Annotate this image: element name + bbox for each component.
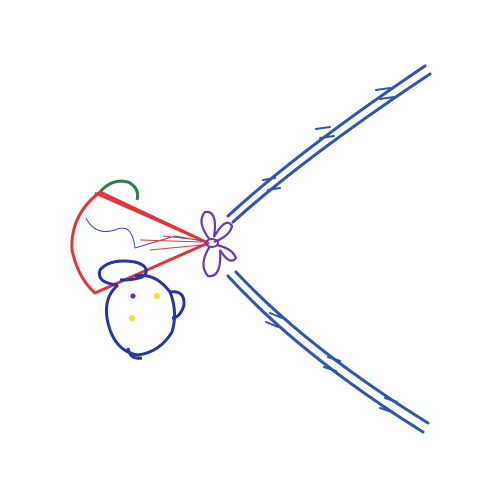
kite-tip [98,179,140,201]
character-eye-right [154,293,160,299]
kite-icon [70,179,210,295]
bamboo-node [323,366,337,372]
bow-lower-loop [202,243,238,278]
character-left-ear [97,259,148,287]
bamboo-node [379,96,395,100]
bamboo-node [269,312,283,319]
bow-ribbon-icon [200,210,238,278]
bamboo-stalk-upper [226,64,432,224]
kite-frame-rib [94,191,209,245]
character-bottom-bump [126,347,143,360]
character-eye-left [129,315,135,321]
bamboo-node [379,407,393,413]
character-nose [130,293,136,299]
bamboo-lower-outline-a [226,274,425,434]
bamboo-node [267,187,281,191]
kite-frame [70,190,210,295]
kite-inner-curve [85,217,136,249]
bamboo-node [327,356,341,362]
bamboo-upper-nodes [262,87,395,191]
character-head [104,273,177,357]
bamboo-node [319,135,335,139]
round-character-icon [97,259,186,360]
bamboo-node [315,126,331,130]
bamboo-lower-nodes [265,312,398,413]
bamboo-upper-outline-b [231,72,432,224]
bamboo-lower-outline-b [234,270,430,425]
bow-upper-loop [200,210,234,244]
bamboo-node [375,87,391,91]
character-right-ear [169,290,186,320]
bamboo-node [265,321,279,328]
kite-red-lines [139,235,203,251]
bow-knot [205,238,219,248]
bamboo-node [262,177,276,181]
bamboo-upper-outline-a [226,64,427,218]
bamboo-stalk-lower [226,270,430,434]
bamboo-node [384,397,398,403]
